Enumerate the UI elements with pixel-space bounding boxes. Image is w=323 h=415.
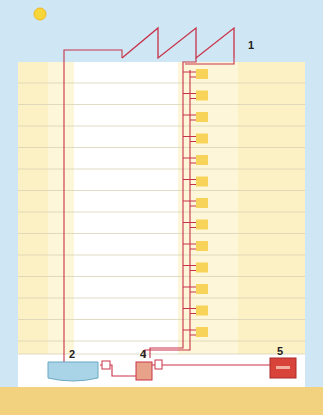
callout-number: 5 <box>276 346 284 357</box>
branch-pipe <box>183 179 196 180</box>
branch-pipe <box>183 244 196 245</box>
branch-pipe <box>183 222 196 223</box>
branch-pipe <box>190 163 196 164</box>
pipes <box>64 50 270 376</box>
branch-pipe <box>183 265 196 266</box>
heater <box>136 362 152 380</box>
branch-pipe <box>183 287 196 288</box>
building <box>18 62 305 354</box>
heat-exchanger <box>196 155 208 165</box>
heat-exchanger <box>196 220 208 230</box>
heat-exchanger <box>196 69 208 79</box>
heat-exchanger <box>196 198 208 208</box>
callout-number: 2 <box>68 349 76 360</box>
branch-pipe <box>190 270 196 271</box>
branch-pipe <box>190 141 196 142</box>
floor-lines <box>18 62 305 354</box>
branch-pipe <box>183 115 196 116</box>
pump <box>102 361 110 369</box>
storage-tank <box>48 362 98 381</box>
branch-pipe <box>183 201 196 202</box>
heat-exchanger <box>196 327 208 337</box>
branch-pipe <box>183 136 196 137</box>
heat-exchanger <box>196 134 208 144</box>
branch-pipe <box>190 335 196 336</box>
branch-pipe <box>190 98 196 99</box>
branch-pipe <box>190 184 196 185</box>
callout-number: 4 <box>139 349 147 360</box>
heat-exchanger <box>196 284 208 294</box>
branch-pipe <box>183 93 196 94</box>
heat-exchanger <box>196 241 208 251</box>
branch-pipe <box>190 120 196 121</box>
valve <box>155 360 162 369</box>
branch-pipe <box>190 292 196 293</box>
heat-exchangers <box>196 69 208 337</box>
sun <box>34 8 46 20</box>
boiler <box>270 358 296 378</box>
solar-collectors <box>122 28 234 58</box>
heat-exchanger <box>196 306 208 316</box>
branch-pipe <box>183 308 196 309</box>
branch-pipe <box>190 206 196 207</box>
ground <box>0 387 323 415</box>
heat-exchanger <box>196 112 208 122</box>
heat-exchanger <box>196 263 208 273</box>
branch-pipe <box>183 330 196 331</box>
branch-pipe <box>190 227 196 228</box>
heat-exchanger <box>196 177 208 187</box>
floor-branches <box>183 72 196 335</box>
branch-pipe <box>190 313 196 314</box>
heat-exchanger <box>196 91 208 101</box>
branch-pipe <box>183 72 196 73</box>
branch-pipe <box>183 158 196 159</box>
plant-room <box>18 354 305 387</box>
branch-pipe <box>190 249 196 250</box>
callout-number: 1 <box>247 40 255 51</box>
branch-pipe <box>190 77 196 78</box>
boiler-panel <box>276 366 290 369</box>
